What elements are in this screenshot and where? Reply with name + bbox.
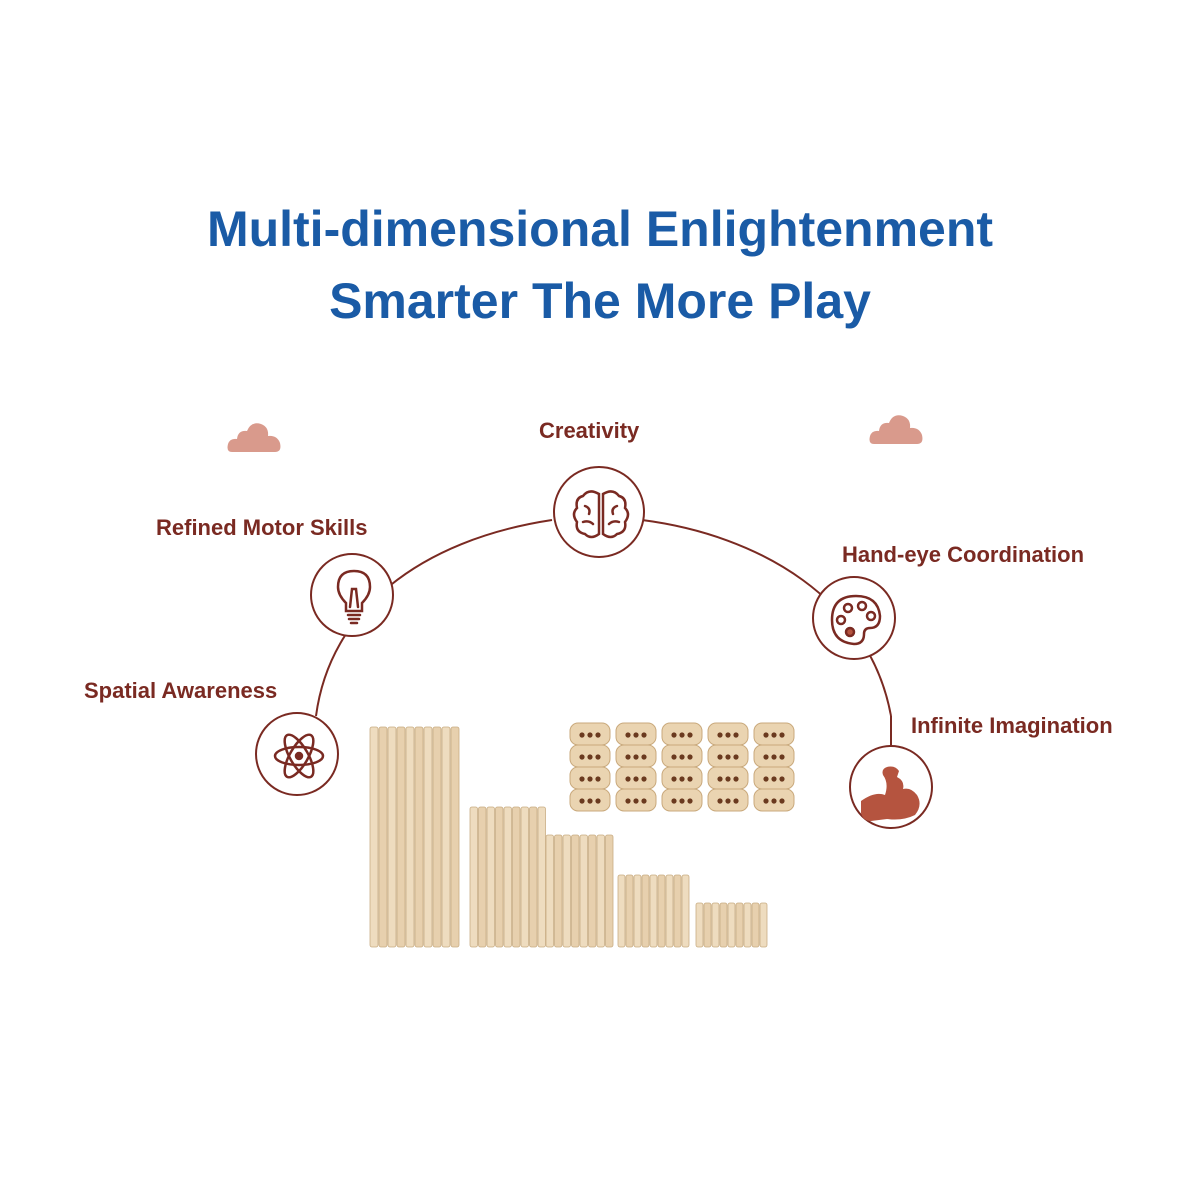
wooden-stick <box>617 874 626 948</box>
wooden-stick <box>478 806 487 948</box>
circle-creativity <box>553 466 645 558</box>
connector-block <box>753 722 795 746</box>
wooden-stick <box>495 806 504 948</box>
wooden-stick <box>727 902 736 948</box>
palette-icon <box>830 594 882 646</box>
circle-spatial-awareness <box>255 712 339 796</box>
connector-block <box>615 788 657 812</box>
wooden-stick <box>571 834 580 948</box>
wooden-stick <box>657 874 666 948</box>
wooden-stick <box>562 834 571 948</box>
wooden-stick <box>396 726 406 948</box>
connector-block <box>661 722 703 746</box>
connector-block <box>569 766 611 790</box>
wooden-stick <box>512 806 521 948</box>
flexed-arm-icon <box>861 766 920 821</box>
atom-icon <box>273 733 325 779</box>
connector-block <box>569 722 611 746</box>
wooden-stick <box>503 806 512 948</box>
wooden-stick <box>665 874 674 948</box>
connector-block <box>707 788 749 812</box>
headline-line-2: Smarter The More Play <box>329 273 871 329</box>
wooden-stick <box>641 874 650 948</box>
wooden-stick <box>695 902 704 948</box>
product-illustration <box>369 722 795 948</box>
brain-icon <box>572 490 630 539</box>
wooden-stick <box>450 726 460 948</box>
wooden-stick <box>579 834 588 948</box>
wooden-stick <box>387 726 397 948</box>
connector-block <box>615 722 657 746</box>
connector-block <box>569 744 611 768</box>
wooden-stick <box>673 874 682 948</box>
wooden-stick <box>378 726 388 948</box>
connector-block <box>753 788 795 812</box>
wooden-stick <box>588 834 597 948</box>
wooden-stick <box>432 726 442 948</box>
wooden-stick <box>681 874 690 948</box>
wooden-stick <box>605 834 614 948</box>
cloud-left-icon <box>227 423 281 452</box>
wooden-stick <box>554 834 563 948</box>
wooden-stick <box>751 902 760 948</box>
wooden-stick <box>414 726 424 948</box>
connector-block <box>661 744 703 768</box>
wooden-stick <box>719 902 728 948</box>
circle-refined-motor-skills <box>310 553 394 637</box>
wooden-stick <box>703 902 712 948</box>
connector-block <box>707 722 749 746</box>
connector-block <box>753 744 795 768</box>
wooden-stick <box>759 902 768 948</box>
wooden-stick <box>529 806 538 948</box>
connector-block <box>615 766 657 790</box>
label-creativity: Creativity <box>539 418 640 443</box>
wooden-stick <box>711 902 720 948</box>
wooden-stick <box>537 806 546 948</box>
connector-block <box>661 766 703 790</box>
wooden-stick <box>369 726 379 948</box>
wooden-stick <box>596 834 605 948</box>
connector-block <box>707 744 749 768</box>
connector-block <box>615 744 657 768</box>
headline-line-1: Multi-dimensional Enlightenment <box>206 201 994 257</box>
wooden-stick <box>486 806 495 948</box>
wooden-stick <box>735 902 744 948</box>
circle-infinite-imagination <box>849 745 933 829</box>
connector-block <box>707 766 749 790</box>
connector-block <box>661 788 703 812</box>
label-hand-eye-coordination: Hand-eye Coordination <box>842 542 1085 567</box>
connector-block <box>569 788 611 812</box>
wooden-stick <box>625 874 634 948</box>
wooden-stick <box>405 726 415 948</box>
wooden-stick <box>545 834 554 948</box>
wooden-stick <box>423 726 433 948</box>
wooden-stick <box>520 806 529 948</box>
label-refined-motor-skills: Refined Motor Skills <box>156 515 368 540</box>
lightbulb-icon <box>336 569 372 625</box>
wooden-stick <box>649 874 658 948</box>
label-spatial-awareness: Spatial Awareness <box>84 678 278 703</box>
cloud-right-icon <box>869 415 923 444</box>
wooden-stick <box>633 874 642 948</box>
circle-hand-eye-coordination <box>812 576 896 660</box>
label-infinite-imagination: Infinite Imagination <box>911 713 1113 738</box>
connector-block <box>753 766 795 790</box>
wooden-stick <box>441 726 451 948</box>
wooden-stick <box>469 806 478 948</box>
wooden-stick <box>743 902 752 948</box>
